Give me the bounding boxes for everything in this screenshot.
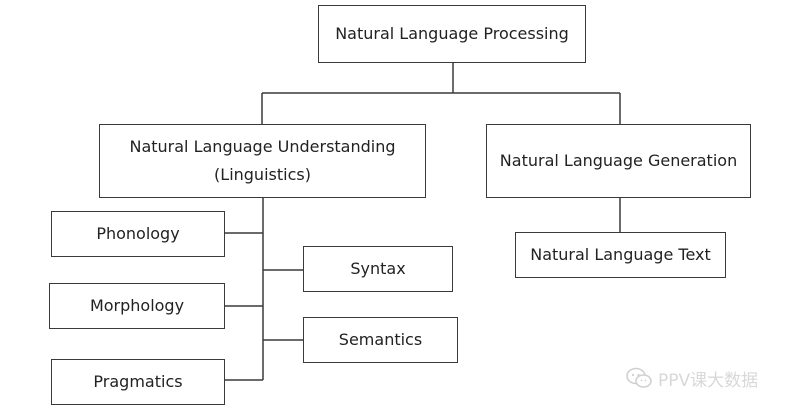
- node-nlp: Natural Language Processing: [318, 5, 586, 63]
- node-phonology-label: Phonology: [96, 224, 180, 243]
- watermark: PPV课大数据: [626, 366, 759, 391]
- node-nlp-label: Natural Language Processing: [335, 24, 569, 43]
- node-nlu-sublabel: (Linguistics): [214, 165, 311, 184]
- node-nlt-label: Natural Language Text: [530, 245, 711, 264]
- node-nlu: Natural Language Understanding (Linguist…: [99, 124, 426, 198]
- wechat-icon: [626, 367, 652, 389]
- node-pragmatics-label: Pragmatics: [93, 372, 183, 391]
- node-pragmatics: Pragmatics: [51, 359, 225, 405]
- node-morphology: Morphology: [49, 283, 225, 329]
- node-nlg: Natural Language Generation: [486, 124, 751, 198]
- node-nlu-label: Natural Language Understanding: [129, 137, 396, 156]
- node-syntax-label: Syntax: [350, 259, 406, 278]
- node-semantics: Semantics: [303, 317, 458, 363]
- node-semantics-label: Semantics: [338, 330, 423, 349]
- node-nlg-label: Natural Language Generation: [499, 151, 738, 170]
- watermark-text: PPV课大数据: [658, 370, 759, 391]
- node-morphology-label: Morphology: [89, 296, 185, 315]
- node-nlt: Natural Language Text: [515, 232, 726, 278]
- node-syntax: Syntax: [303, 246, 453, 292]
- node-phonology: Phonology: [51, 211, 225, 257]
